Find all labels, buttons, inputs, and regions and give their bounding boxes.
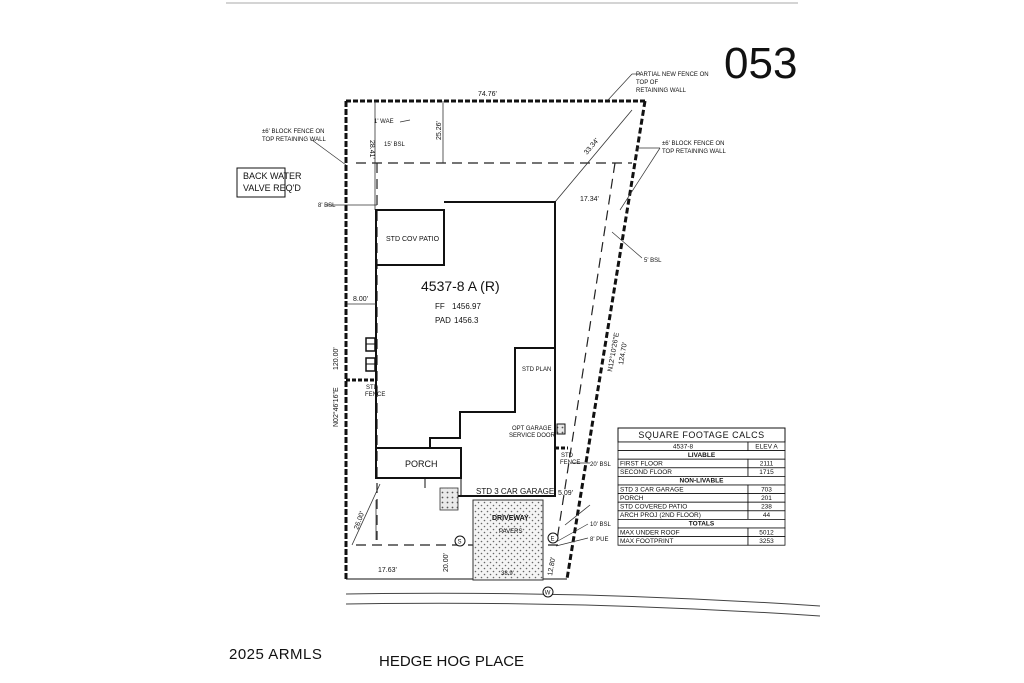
front-line-c (564, 504, 591, 526)
sqft-nonlivable-row-label: STD 3 CAR GARAGE (620, 486, 684, 493)
dim-right-offset: 17.34' (580, 196, 599, 203)
cov-patio-label: STD COV PATIO (386, 236, 440, 243)
dim-side-left: 8.00' (353, 296, 368, 303)
back-water-box (236, 167, 286, 198)
water-marker: W (542, 586, 554, 598)
svg-text:W: W (545, 591, 551, 597)
porch (375, 447, 462, 479)
rear-ref-right (554, 109, 633, 203)
sqft-table: SQUARE FOOTAGE CALCS 4537-8 ELEV A LIVABLE F… (617, 427, 786, 546)
block-fence-right-2: TOP RETAINING WALL (662, 149, 726, 155)
pad-label: PAD (435, 316, 451, 325)
block-fence-right-1: ±6' BLOCK FENCE ON (662, 141, 724, 147)
sqft-livable-header: LIVABLE (688, 452, 716, 459)
sewer-marker: S (454, 535, 466, 547)
sqft-totals-row-value: 5012 (759, 529, 774, 536)
sqft-nonlivable-row-value: 201 (761, 495, 772, 502)
street-curb (345, 592, 821, 607)
ff-value: 1456.97 (452, 302, 481, 311)
house-footprint (375, 201, 556, 496)
block-fence-left-2: TOP RETAINING WALL (262, 137, 326, 143)
dim-driveway-width: 38.9' (501, 571, 514, 577)
std-fence-right-2: FENCE (560, 460, 580, 466)
sqft-livable-row-value: 2111 (760, 461, 774, 468)
dim-rear: 74.76' (478, 91, 497, 98)
sqft-totals-row-label: MAX FOOTPRINT (620, 538, 673, 545)
cov-patio (375, 209, 445, 266)
block-fence-left-1: ±6' BLOCK FENCE ON (262, 129, 324, 135)
electric-marker: E (547, 532, 559, 544)
rear-bsl-note: 15' BSL (384, 142, 405, 148)
sqft-livable-row-value: 1715 (759, 469, 774, 476)
dim-garage-side: 5.09' (558, 490, 573, 497)
copyright: 2025 ARMLS (229, 646, 322, 663)
pavers-label: PAVERS (499, 529, 522, 535)
sqft-nonlivable-row-label: ARCH PROJ (2ND FLOOR) (620, 512, 701, 519)
dim-rear-setback-left: 28.41' (368, 140, 375, 159)
dim-left-length: 120.00' (333, 347, 340, 370)
sqft-elev-col: ELEV A (755, 443, 778, 450)
wae-note: 1' WAE (374, 119, 394, 125)
sqft-plan-col: 4537-8 (673, 443, 694, 450)
lot-number: 053 (724, 39, 797, 88)
svg-text:S: S (458, 540, 462, 546)
front-bsl-note: 10' BSL (590, 522, 611, 528)
dim-rear-right-diag: 33.34' (583, 137, 600, 156)
svg-text:E: E (551, 537, 555, 543)
std-fence-left-1: STD (366, 385, 379, 391)
partial-fence-1: PARTIAL NEW FENCE ON (636, 72, 709, 78)
walkway-pavers (439, 487, 459, 511)
std-fence-right-1: STD (561, 453, 574, 459)
dim-driveway-depth: 20.00' (443, 553, 450, 572)
std-fence-left-2: FENCE (365, 392, 385, 398)
sqft-livable-row-label: FIRST FLOOR (620, 461, 663, 468)
partial-fence-3: RETAINING WALL (636, 88, 687, 94)
dim-left-bearing: N02°46'16"E (332, 387, 340, 427)
dim-right-length: 124.70' (618, 342, 629, 366)
dim-front-left-depth: 26.00' (353, 511, 366, 531)
back-water-line1: BACK WATER (243, 171, 302, 181)
dim-front-right: 12.80' (547, 557, 557, 577)
sqft-nonlivable-row-label: PORCH (620, 495, 644, 502)
sqft-nonlivable-row-value: 703 (761, 486, 772, 493)
garage-label: STD 3 CAR GARAGE (476, 487, 554, 496)
front-setback-note: 20' BSL (590, 462, 611, 468)
std-plan-label: STD PLAN (522, 367, 551, 373)
driveway-label: DRIVEWAY (492, 515, 529, 522)
back-water-line2: VALVE REQ'D (243, 183, 301, 193)
street-name: HEDGE HOG PLACE (379, 653, 524, 670)
opt-garage-door-2: SERVICE DOOR (509, 433, 556, 439)
sqft-livable-row-label: SECOND FLOOR (620, 469, 672, 476)
dim-right-bearing: N12°10'26"E (606, 332, 621, 373)
side-bsl-right-note: 5' BSL (644, 258, 662, 264)
sqft-totals-row-value: 3253 (759, 538, 774, 545)
opt-garage-door-1: OPT GARAGE (512, 426, 552, 432)
sqft-nonlivable-row-value: 44 (763, 512, 771, 519)
sqft-nonlivable-row-value: 238 (761, 504, 772, 511)
partial-fence-2: TOP OF (636, 80, 658, 86)
pad-value: 1456.3 (454, 316, 479, 325)
opt-garage-door-marker (556, 423, 566, 435)
street-curb-2 (345, 602, 821, 617)
sqft-totals-header: TOTALS (689, 521, 715, 528)
side-bsl-left-note: 8' BSL (318, 203, 336, 209)
note-leaders (311, 73, 661, 547)
dim-front-width: 17.63' (378, 567, 397, 574)
plan-label: 4537-8 A (R) (421, 278, 500, 294)
dim-rear-setback-mid: 25.26' (436, 121, 443, 140)
sqft-totals-row-label: MAX UNDER ROOF (620, 529, 680, 536)
front-line-a (351, 483, 381, 546)
sqft-nonlivable-row-label: STD COVERED PATIO (620, 504, 687, 511)
porch-label: PORCH (405, 459, 438, 469)
driveway-pavers (472, 499, 544, 581)
pue-note: 8' PUE (590, 537, 609, 543)
sqft-nonlivable-header: NON-LIVABLE (680, 478, 725, 485)
sqft-totals-row-value-cell (747, 536, 786, 546)
ff-label: FF (435, 302, 445, 311)
ac-units (365, 337, 376, 372)
sqft-title: SQUARE FOOTAGE CALCS (638, 430, 764, 440)
